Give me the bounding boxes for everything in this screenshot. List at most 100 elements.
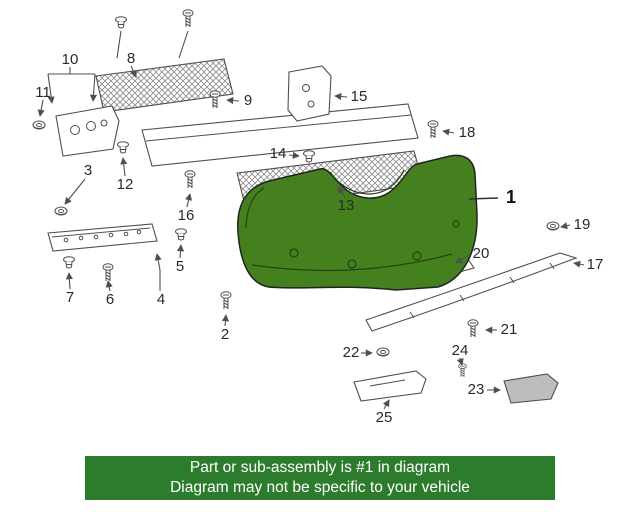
leader	[120, 157, 128, 177]
leader-to-part-1	[468, 197, 499, 200]
pad-dot	[136, 229, 142, 235]
callout-9[interactable]: 9	[244, 92, 252, 109]
callout-4[interactable]: 4	[157, 291, 165, 308]
leader	[185, 193, 193, 208]
bracket-hole	[302, 84, 310, 92]
callout-16[interactable]: 16	[178, 207, 195, 224]
leader	[334, 92, 348, 101]
lower-valance	[365, 252, 578, 332]
callout-19[interactable]: 19	[574, 216, 591, 233]
leader	[47, 73, 55, 104]
leader	[105, 280, 113, 292]
leader	[573, 260, 585, 268]
callout-5[interactable]: 5	[176, 258, 184, 275]
tail-panel-bracket	[55, 105, 120, 157]
pad-dot	[93, 234, 99, 240]
callout-7[interactable]: 7	[66, 289, 74, 306]
leader	[65, 272, 73, 290]
pad-dot	[108, 232, 114, 238]
bolt-icon	[467, 319, 479, 338]
leader	[130, 65, 137, 78]
clip-icon	[115, 16, 127, 29]
callout-24[interactable]: 24	[452, 342, 469, 359]
bolt-icon	[427, 120, 439, 139]
leader	[154, 253, 162, 291]
step-pad-crease	[51, 227, 151, 238]
panel-hole	[86, 121, 96, 131]
leader	[178, 30, 189, 59]
lower-bracket-left	[353, 370, 427, 402]
pad-dot	[63, 237, 69, 243]
bolt-icon	[102, 263, 114, 282]
callout-10[interactable]: 10	[62, 51, 79, 68]
callout-18[interactable]: 18	[459, 124, 476, 141]
sensor-hole	[412, 251, 422, 261]
bolt-icon	[182, 9, 194, 28]
callout-15[interactable]: 15	[351, 88, 368, 105]
bracket-slot	[369, 379, 406, 387]
callout-21[interactable]: 21	[501, 321, 518, 338]
leader	[176, 244, 185, 259]
clip-icon	[175, 228, 187, 241]
bumper-crease-left	[245, 187, 265, 229]
leader	[89, 73, 98, 102]
clip-icon	[117, 141, 129, 154]
diagram-canvas: 1234567891011121314151617181920212223242…	[32, 9, 603, 426]
bolt-icon	[220, 291, 232, 310]
highlighted-part-bumper-cover[interactable]	[237, 154, 478, 291]
callout-6[interactable]: 6	[106, 291, 114, 308]
bumper-bracket-right	[287, 65, 332, 122]
panel-hole	[70, 125, 80, 135]
callout-12[interactable]: 12	[117, 176, 134, 193]
callout-20[interactable]: 20	[473, 245, 490, 262]
bolt-icon	[184, 170, 196, 189]
banner-line-1: Part or sub-assembly is #1 in diagram	[189, 459, 451, 476]
leader	[337, 186, 346, 198]
callout-1[interactable]: 1	[506, 187, 516, 207]
leader-lines	[37, 30, 585, 410]
banner-line-2: Diagram may not be specific to your vehi…	[170, 479, 470, 496]
diagram-note-banner: Part or sub-assembly is #1 in diagram Di…	[85, 456, 555, 500]
valance-ticks	[409, 262, 555, 319]
callout-23[interactable]: 23	[468, 381, 485, 398]
lower-bracket-right	[503, 373, 559, 404]
callout-17[interactable]: 17	[587, 256, 604, 273]
nut-icon	[546, 221, 560, 231]
bolt-icon	[209, 90, 221, 109]
callout-labels: 1234567891011121314151617181920212223242…	[35, 50, 603, 426]
callout-13[interactable]: 13	[338, 197, 355, 214]
leader	[221, 314, 229, 327]
leader	[560, 222, 571, 230]
sensor-hole	[347, 259, 357, 269]
leader	[37, 99, 45, 117]
callout-2[interactable]: 2	[221, 326, 229, 343]
step-pad-panel	[47, 223, 158, 252]
pad-dot	[123, 231, 129, 237]
leader	[455, 254, 470, 264]
pad-dot	[78, 235, 84, 241]
callout-3[interactable]: 3	[84, 162, 92, 179]
highlighted-part-group	[237, 154, 478, 291]
impact-bar-crease	[145, 114, 412, 142]
leader	[226, 96, 240, 105]
callout-8[interactable]: 8	[127, 50, 135, 67]
clip-icon	[303, 150, 315, 163]
nut-icon	[376, 347, 390, 357]
clip-icon	[63, 256, 75, 269]
bracket-hole	[307, 100, 315, 108]
callout-14[interactable]: 14	[270, 145, 287, 162]
callout-11[interactable]: 11	[35, 84, 51, 101]
leader	[456, 357, 464, 366]
sensor-hole	[452, 220, 460, 228]
leader	[64, 178, 86, 205]
callout-22[interactable]: 22	[343, 344, 360, 361]
callout-25[interactable]: 25	[376, 409, 393, 426]
bumper-notch-line	[329, 169, 405, 195]
impact-absorber-upper	[95, 58, 234, 113]
sensor-hole	[289, 248, 299, 258]
leader	[288, 151, 300, 159]
leader	[442, 128, 455, 136]
nut-icon	[54, 206, 68, 216]
